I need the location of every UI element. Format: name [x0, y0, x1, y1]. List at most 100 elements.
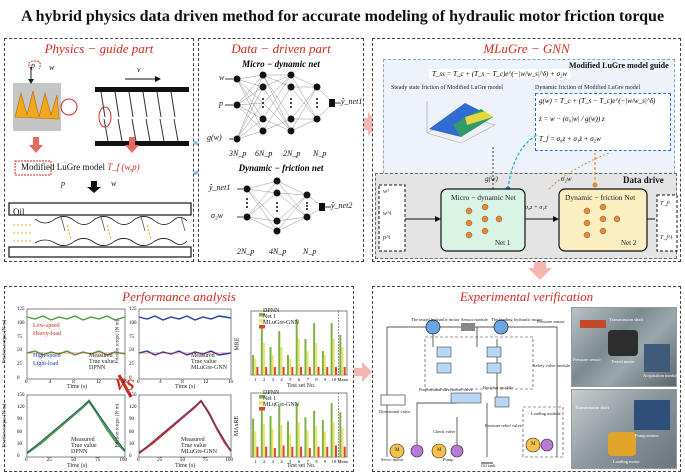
mre-bar — [324, 355, 327, 375]
dyn-net-nodes — [243, 177, 311, 235]
data-drive-title: Data drive — [623, 175, 664, 185]
mre-bar — [326, 367, 329, 375]
bar-bot-xlabel: Test set No. — [287, 463, 316, 469]
bl-xtick: 25 — [46, 458, 52, 463]
input-pi: p^i — [383, 235, 391, 241]
maxre-bar — [308, 448, 311, 457]
tl-legend-3: DPNN — [89, 365, 106, 371]
maxre-xtick: 3 — [272, 459, 275, 464]
red-down-arrow-1 — [29, 137, 43, 153]
lbl-safety-valve: Safety valve module — [533, 363, 570, 368]
bm-xtick: 25 — [157, 458, 163, 463]
bl-xlabel: Time (s) — [67, 463, 88, 469]
loading-region — [522, 406, 564, 458]
pressure-arrow-head — [28, 79, 34, 84]
mre-xtick: 5 — [289, 377, 292, 382]
maxre-bar — [282, 445, 285, 457]
bar-bot-legend-3: MLuGre-GNN — [263, 402, 299, 408]
bm-ylabel: Friction torque (N·m) — [115, 403, 121, 448]
bm-legend-1: Measured — [181, 437, 205, 443]
bl-ylabel: Friction torque (N·m) — [2, 403, 8, 448]
maxre-xtick: 10 — [332, 459, 337, 464]
vs-label: VS — [115, 377, 135, 394]
net2-label: Dynamic − friction Net — [565, 193, 636, 202]
maxre-bar — [306, 430, 309, 457]
maxre-bar — [317, 446, 320, 457]
tm-xtick: 16 — [228, 380, 233, 385]
tm-ytick: 75 — [129, 334, 134, 340]
gw-label: g(w) — [485, 175, 498, 183]
bristles — [100, 91, 179, 142]
plot-tl-frame — [26, 308, 126, 380]
micro-input-arrows — [225, 78, 233, 140]
tl-ytick: 100 — [17, 320, 25, 326]
lbl-loading-motor: The loading hydraulic motor — [491, 317, 543, 322]
lbl-pressure-relief: Pressure relief valve — [485, 423, 522, 428]
bar-top-legend-1: DPNN — [263, 308, 280, 314]
output-tf1: T_f¹ — [660, 201, 670, 207]
mre-xtick: 10 — [332, 377, 337, 382]
mre-xtick: 2 — [263, 377, 265, 382]
bl-xtick: 50 — [71, 458, 76, 463]
bm-ytick: 60 — [129, 429, 134, 435]
mre-bar — [271, 355, 274, 375]
mre-xtick: 7 — [307, 377, 310, 382]
maxre-bar — [278, 405, 281, 457]
surface-plot — [426, 101, 496, 144]
maxre-bar — [263, 423, 265, 457]
model-label-symbol: T_f (w,p) — [107, 162, 140, 172]
experimental-panel: Experimental verification The — [372, 286, 681, 472]
maxre-bar — [332, 422, 335, 457]
photo-lbl-shaft: Transmission shaft — [609, 317, 643, 322]
bar-top-legend-2: Net 1 — [263, 314, 277, 320]
tm-xlabel: Time (s) — [175, 384, 196, 390]
oil-label: Oil — [13, 207, 25, 217]
mre-bar — [287, 355, 289, 375]
arrow-to-experimental — [528, 262, 552, 280]
test-bench-photo-bottom — [571, 389, 677, 469]
bar-top-legend-3: MLuGre-GNN — [263, 320, 299, 326]
maxre-bar — [295, 403, 298, 457]
mre-legend-swatch — [259, 325, 265, 329]
mre-bar — [280, 347, 283, 375]
dyn-output-node — [319, 203, 325, 211]
maxre-bar — [341, 427, 344, 457]
plot-tm-high — [138, 315, 232, 321]
tl-ytick: 25 — [17, 362, 22, 368]
mre-bar — [332, 339, 335, 375]
maxre-bar — [269, 416, 272, 457]
cyan-connector — [507, 134, 538, 190]
mre-bar — [265, 367, 268, 375]
bl-xtick: 75 — [95, 458, 101, 463]
photo-lbl-loading-motor: Loading motor — [613, 459, 640, 464]
steady-label: Steady state friction of Modified LuGre … — [391, 85, 503, 91]
micro-layer-2: 6N_p — [255, 149, 273, 158]
dyn-eq-3: T_f = σ₀z + σ₁ż + σ₂w — [539, 135, 601, 143]
mre-bar — [297, 339, 300, 375]
performance-title: Performance analysis — [122, 289, 236, 304]
asperity-teeth — [14, 90, 60, 120]
tm-xtick: 0 — [137, 380, 140, 385]
maxre-legend-swatch — [259, 395, 265, 399]
bm-xtick: 0 — [137, 458, 140, 463]
dyn-input-ynet1: ŷ_net1 — [209, 183, 231, 192]
oil-waves — [34, 216, 188, 246]
mre-bar — [273, 367, 276, 375]
bl-ytick: 120 — [17, 405, 25, 411]
bl-xticks: 0 25 50 75 100 — [25, 458, 127, 463]
tl-ytick: 0 — [17, 375, 20, 381]
plot-bl-frame — [26, 394, 126, 458]
tl-yticks: 0 25 50 75 100 125 — [17, 307, 25, 381]
net1-label: Micro − dynamic Net — [451, 193, 516, 202]
black-down-arrow — [87, 181, 101, 193]
dyn-layer-3: N_p — [303, 247, 317, 256]
physics-p-label: p — [31, 61, 35, 70]
maxre-bar — [256, 446, 259, 457]
lbl-directional-valve: Directional valve — [379, 409, 411, 414]
dyn-eq-2: ż = w − (σ₀|w| / g(w)) z — [539, 115, 605, 123]
tl-xlabel: Time (s) — [67, 384, 88, 390]
model-label: Modified LuGre model T_f (w,p) — [21, 162, 140, 172]
bm-ytick: 0 — [129, 453, 132, 459]
tl-high-speed: High-speed — [33, 353, 61, 359]
bl-legend-3: DPNN — [71, 449, 88, 455]
